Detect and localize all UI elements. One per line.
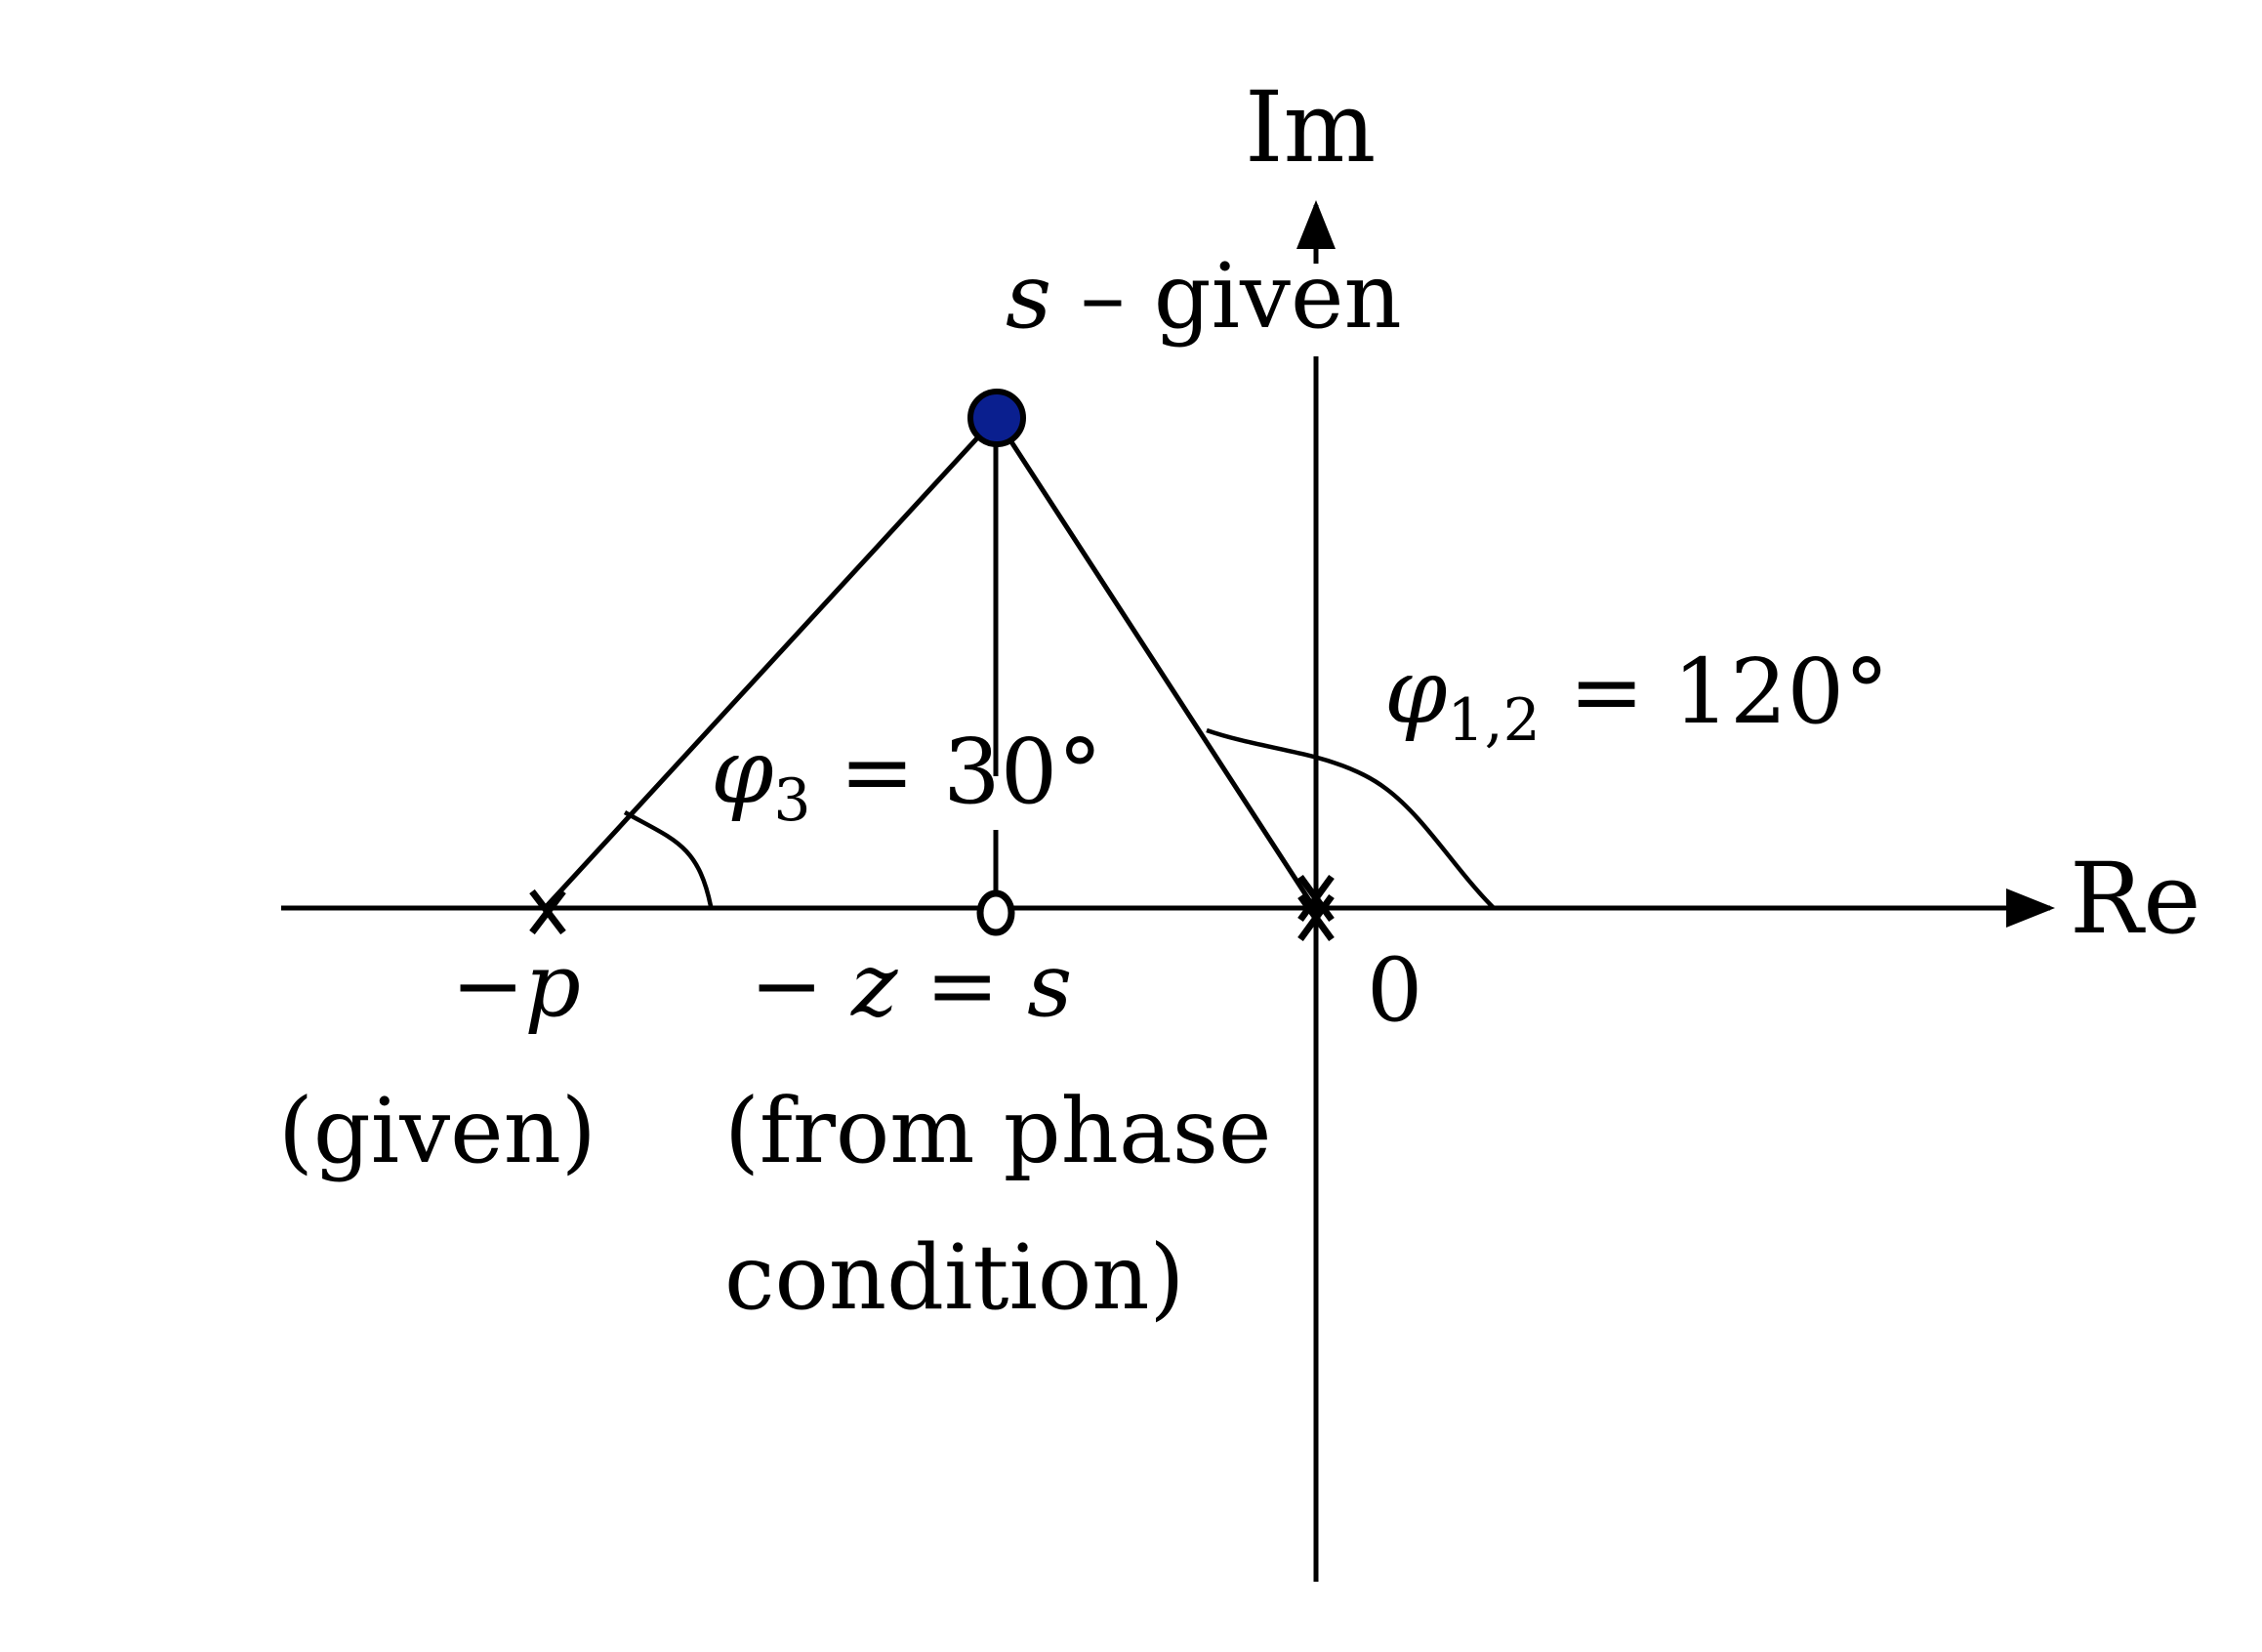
zero-z-s: s <box>1027 934 1072 1037</box>
origin-double-pole-marker <box>1297 874 1335 942</box>
angle-phi12-label: φ1,2 = 120° <box>1384 640 1889 755</box>
angle-phi12-value: = 120° <box>1541 640 1889 744</box>
point-s-var: s <box>1006 244 1051 349</box>
zero-z-minus: − <box>750 934 851 1037</box>
zero-z-var: z <box>850 934 898 1037</box>
zero-z-marker <box>976 889 1015 936</box>
angle-arc-phi12 <box>1206 727 1496 910</box>
zero-z-label: − z = s <box>750 934 1072 1037</box>
angle-phi3-label: φ3 = 30° <box>711 720 1102 835</box>
real-axis-label: Re <box>2070 842 2200 956</box>
zero-z-caption-line2: condition) <box>724 1225 1184 1330</box>
line-s-to-origin <box>993 416 1316 908</box>
pole-p-caption: (given) <box>278 1079 596 1183</box>
angle-phi3-value: = 30° <box>811 720 1103 824</box>
line-s-to-pole <box>545 416 998 908</box>
zero-z-caption-line1: (from phase <box>724 1079 1271 1183</box>
angle-phi3-symbol: φ <box>711 720 774 824</box>
point-s-marker <box>967 389 1026 447</box>
point-s-label: s – given <box>1006 244 1402 349</box>
imaginary-axis-label: Im <box>1245 70 1376 185</box>
pole-p-label: −p <box>451 934 581 1037</box>
origin-label: 0 <box>1367 939 1422 1042</box>
pole-p-marker <box>529 888 566 935</box>
zero-z-eq: = <box>897 934 1027 1037</box>
angle-arc-phi3 <box>623 810 714 907</box>
angle-phi12-subscript: 1,2 <box>1447 686 1540 755</box>
angle-phi3-subscript: 3 <box>773 766 810 835</box>
angle-phi12-symbol: φ <box>1384 640 1448 744</box>
point-s-text: – given <box>1051 244 1401 349</box>
